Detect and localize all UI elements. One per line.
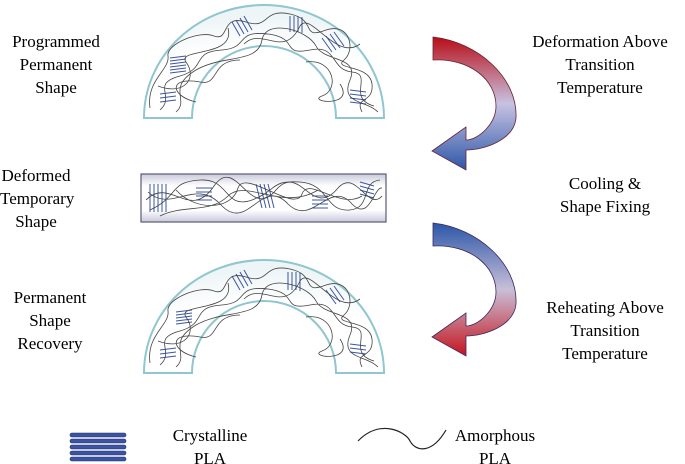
crystal-lamella <box>255 183 275 209</box>
stage-label-programmed: Programmed Permanent Shape <box>12 32 100 97</box>
arch-recovered-shape <box>142 259 386 374</box>
crystal-lamella <box>349 89 367 105</box>
crystal-lamella <box>159 91 177 103</box>
crystal-lamella <box>287 272 301 291</box>
legend-label-crystalline: Crystalline PLA <box>172 426 248 464</box>
crystal-lamella <box>196 187 212 201</box>
stage-label-recovery: Permanent Shape Recovery <box>13 288 87 353</box>
arrow-reheating <box>431 222 517 357</box>
crystal-lamella <box>231 269 253 291</box>
crystal-lamella <box>321 31 345 53</box>
crystal-lamella <box>349 343 367 355</box>
arch-outline <box>142 4 386 119</box>
bar-temporary-shape <box>140 173 387 223</box>
transition-label-cooling: Cooling & Shape Fixing <box>559 174 651 216</box>
amorphous-chain <box>149 12 379 113</box>
legend-crystalline-icon <box>69 432 127 462</box>
crystal-lamella <box>289 16 303 33</box>
crystal-lamella <box>159 347 177 359</box>
transition-label-deformation: Deformation Above Transition Temperature <box>532 32 668 97</box>
crystal-lamella <box>231 15 253 37</box>
arch-outline <box>142 259 386 374</box>
crystal-lamella <box>175 309 193 325</box>
legend-label-amorphous: Amorphous PLA <box>454 426 536 464</box>
crystal-lamella <box>169 55 187 74</box>
arrow-deformation <box>431 36 517 171</box>
stage-label-deformed: Deformed Temporary Shape <box>0 166 75 231</box>
arch-permanent-shape <box>142 4 386 119</box>
amorphous-chain <box>149 267 379 368</box>
amorphous-chain <box>145 176 383 217</box>
crystal-lamella <box>359 181 375 199</box>
legend-amorphous-icon <box>357 427 447 450</box>
transition-label-reheating: Reheating Above Transition Temperature <box>546 298 664 363</box>
crystal-lamella <box>312 195 328 209</box>
